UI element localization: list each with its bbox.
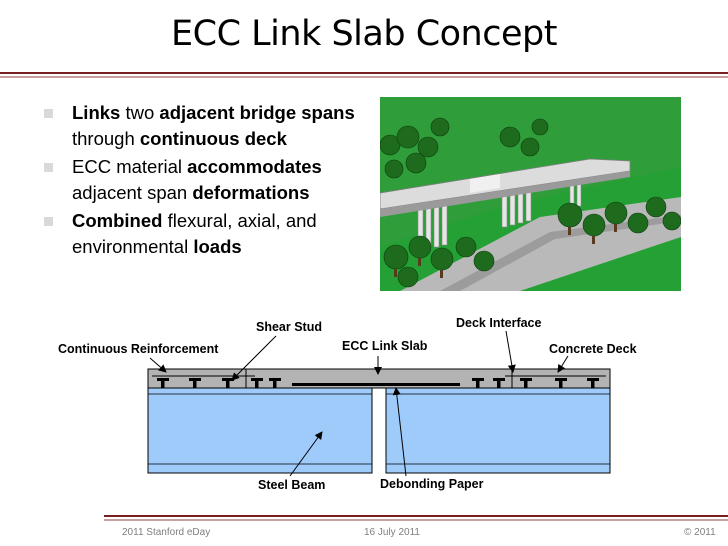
bullet-text-regular: through [72, 128, 140, 149]
debonding-paper [292, 383, 460, 386]
label-concrete-deck: Concrete Deck [549, 342, 637, 356]
bullet-text-bold: continuous deck [139, 128, 287, 149]
bullet-text: Combined flexural, axial, and environmen… [72, 210, 317, 257]
title-divider [0, 72, 728, 74]
shear-stud [493, 378, 505, 388]
bullet-item: ECC material accommodates adjacent span … [44, 154, 364, 206]
bullet-text-regular: ECC material [72, 156, 188, 177]
bullet-text-bold: loads [193, 236, 242, 257]
label-debonding-paper: Debonding Paper [380, 477, 484, 491]
shear-stud [520, 378, 532, 388]
label-continuous-reinforcement: Continuous Reinforcement [58, 342, 219, 356]
bullet-text-bold: Combined [72, 210, 163, 231]
footer-divider [104, 515, 728, 517]
slide-title: ECC Link Slab Concept [171, 14, 557, 54]
label-shear-stud: Shear Stud [256, 320, 322, 334]
bullet-list: Links two adjacent bridge spans through … [44, 100, 364, 262]
bullet-text: Links two adjacent bridge spans through … [72, 102, 355, 149]
label-deck-interface: Deck Interface [456, 316, 542, 330]
steel-beam-left [147, 387, 373, 474]
footer-date: 16 July 2011 [364, 527, 420, 538]
bullet-text-bold: deformations [192, 182, 310, 203]
link-slab-diagram: Shear Stud Deck Interface Continuous Rei… [58, 316, 637, 492]
shear-stud [555, 378, 567, 388]
bullet-text-bold: Links [72, 102, 121, 123]
footer-divider-light [104, 519, 728, 521]
bullet-text-regular: flexural, axial, and environmental [72, 210, 317, 257]
shear-stud [222, 378, 234, 388]
shear-stud [157, 378, 169, 388]
shear-stud [472, 378, 484, 388]
bullet-text-regular: adjacent span [72, 182, 193, 203]
bullet-square-icon [44, 217, 53, 226]
bullet-square-icon [44, 163, 53, 172]
label-ecc-link-slab: ECC Link Slab [342, 339, 428, 353]
shear-stud [587, 378, 599, 388]
shear-stud [269, 378, 281, 388]
bullet-square-icon [44, 109, 53, 118]
shear-stud [251, 378, 263, 388]
bullet-item: Combined flexural, axial, and environmen… [44, 208, 364, 260]
shear-stud [189, 378, 201, 388]
label-steel-beam: Steel Beam [258, 478, 325, 492]
bridge-rendering-image [380, 97, 681, 291]
bullet-text: ECC material accommodates adjacent span … [72, 156, 322, 203]
bullet-text-regular: two [120, 102, 160, 123]
bullet-item: Links two adjacent bridge spans through … [44, 100, 364, 152]
bullet-text-bold: accommodates [187, 156, 322, 177]
footer-event: 2011 Stanford eDay [122, 527, 211, 538]
footer-copyright: © 2011 [684, 527, 716, 538]
title-divider-light [0, 76, 728, 78]
bullet-text-bold: adjacent bridge spans [159, 102, 355, 123]
steel-beam-right [385, 387, 611, 474]
